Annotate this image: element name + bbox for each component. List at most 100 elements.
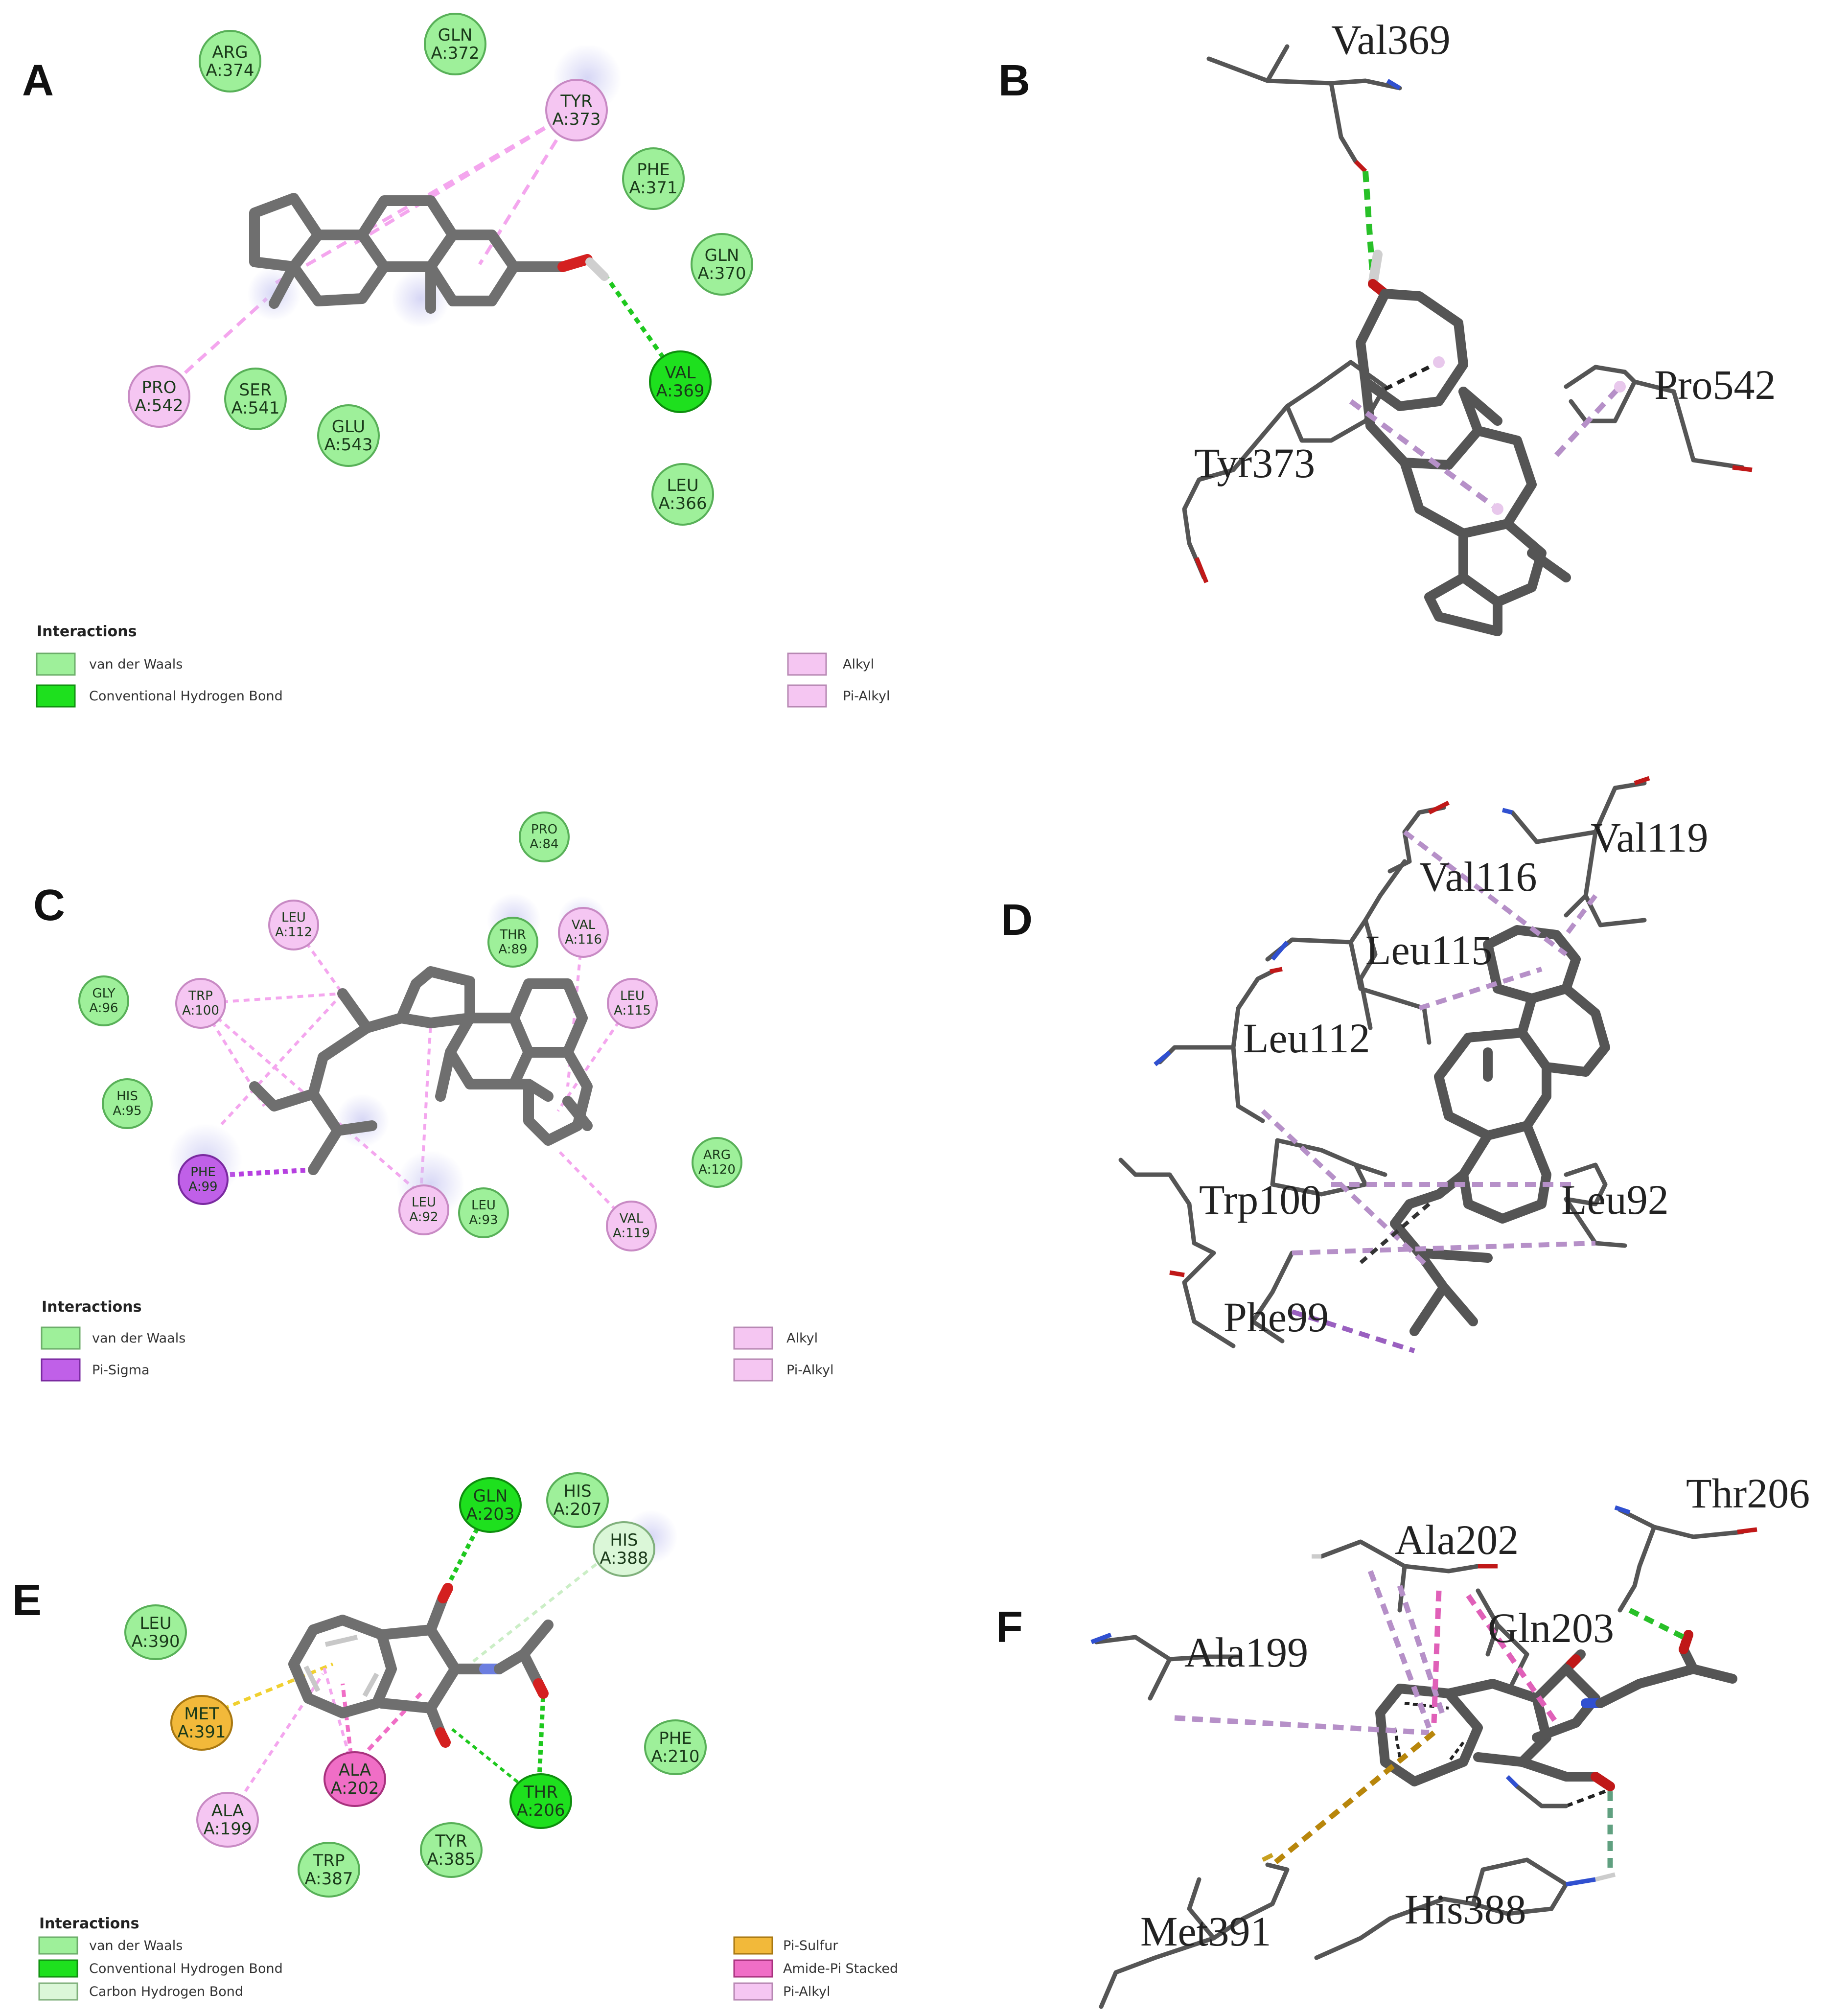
residue-thr206: THR A:206	[509, 1773, 572, 1829]
svg-text:Carbon Hydrogen Bond: Carbon Hydrogen Bond	[89, 1984, 243, 1999]
residue-gly96: GLY A:96	[78, 975, 129, 1026]
svg-text:A:206: A:206	[516, 1801, 565, 1820]
residue-pro84: PRO A:84	[519, 811, 570, 862]
svg-text:THR: THR	[523, 1783, 558, 1802]
residue-leu92: LEU A:92	[398, 1184, 449, 1235]
svg-text:van der Waals: van der Waals	[89, 657, 183, 672]
svg-text:HIS: HIS	[610, 1530, 638, 1550]
svg-text:Interactions: Interactions	[39, 1915, 139, 1932]
svg-text:A:96: A:96	[89, 1001, 118, 1016]
legend-e: Interactions van der Waals Conventional …	[38, 1915, 898, 2001]
legend-a: Interactions van der Waals Conventional …	[36, 623, 890, 708]
panel-letter-a: A	[22, 56, 54, 105]
svg-text:GLU: GLU	[332, 417, 365, 437]
ligand-f	[1375, 1630, 1737, 1791]
svg-text:VAL: VAL	[572, 918, 596, 932]
svg-text:LEU: LEU	[471, 1198, 496, 1213]
residue-ser541: SER A:541	[224, 368, 287, 430]
svg-text:PHE: PHE	[659, 1729, 692, 1748]
svg-text:A:84: A:84	[530, 837, 558, 852]
svg-text:A:89: A:89	[498, 942, 527, 957]
svg-text:Pi-Sulfur: Pi-Sulfur	[783, 1938, 838, 1953]
residue-leu93: LEU A:93	[458, 1187, 509, 1238]
svg-text:A:387: A:387	[304, 1869, 353, 1889]
svg-text:A:388: A:388	[600, 1549, 648, 1568]
svg-text:HIS: HIS	[563, 1482, 591, 1501]
svg-text:A:385: A:385	[427, 1850, 475, 1869]
svg-text:Pi-Alkyl: Pi-Alkyl	[786, 1363, 833, 1378]
label-ala202: Ala202	[1395, 1516, 1519, 1563]
label-val119: Val119	[1591, 814, 1708, 861]
label-leu92: Leu92	[1561, 1176, 1669, 1223]
svg-text:ARG: ARG	[703, 1148, 731, 1162]
svg-text:A:119: A:119	[613, 1226, 650, 1241]
residue-leu366: LEU A:366	[651, 463, 714, 526]
svg-text:A:207: A:207	[553, 1500, 601, 1519]
residue-phe371: PHE A:371	[622, 147, 685, 210]
residue-tyr373: TYR A:373	[545, 79, 608, 141]
residue-val116: VAL A:116	[558, 907, 609, 958]
svg-text:LEU: LEU	[412, 1195, 436, 1210]
residue-tyr385: TYR A:385	[420, 1822, 483, 1878]
label-tyr373: Tyr373	[1194, 440, 1315, 486]
panel-letter-b: B	[998, 56, 1030, 105]
svg-text:MET: MET	[184, 1704, 219, 1724]
label-thr206: Thr206	[1686, 1470, 1810, 1517]
svg-text:GLN: GLN	[705, 246, 739, 265]
ligand-a	[249, 193, 609, 314]
svg-text:Alkyl: Alkyl	[843, 657, 874, 672]
residue-gln203: GLN A:203	[459, 1477, 522, 1533]
svg-text:A:92: A:92	[409, 1210, 438, 1225]
label-leu115: Leu115	[1365, 926, 1493, 973]
svg-text:HIS: HIS	[116, 1089, 138, 1104]
svg-text:van der Waals: van der Waals	[89, 1938, 183, 1953]
svg-text:A:541: A:541	[231, 398, 279, 418]
residue-val369: VAL A:369	[649, 350, 712, 413]
label-gln203: Gln203	[1488, 1604, 1614, 1651]
residue-his207: HIS A:207	[546, 1472, 609, 1528]
svg-text:GLN: GLN	[438, 25, 473, 45]
svg-text:A:370: A:370	[697, 264, 746, 283]
svg-text:TRP: TRP	[188, 989, 213, 1003]
svg-text:A:120: A:120	[698, 1162, 736, 1177]
panel-e: E	[12, 1472, 898, 2001]
residue-ala202: ALA A:202	[323, 1751, 386, 1807]
residue-arg374: ARG A:374	[199, 30, 261, 93]
label-leu112: Leu112	[1243, 1015, 1370, 1062]
legend-c: Interactions van der Waals Pi-Sigma Alky…	[41, 1298, 833, 1382]
svg-text:A:95: A:95	[113, 1104, 141, 1118]
residue-phe99: PHE A:99	[178, 1154, 229, 1205]
svg-text:PRO: PRO	[142, 378, 177, 397]
residue-leu112: LEU A:112	[268, 900, 319, 950]
panel-letter-e: E	[12, 1576, 42, 1625]
label-val116: Val116	[1419, 853, 1537, 900]
svg-text:LEU: LEU	[281, 910, 306, 925]
residue-phe210: PHE A:210	[644, 1719, 707, 1775]
svg-text:GLN: GLN	[473, 1486, 508, 1506]
label-his388: His388	[1405, 1886, 1526, 1933]
residue-ala199: ALA A:199	[196, 1792, 259, 1848]
svg-text:Alkyl: Alkyl	[786, 1331, 818, 1346]
svg-text:ARG: ARG	[212, 43, 248, 62]
svg-text:A:93: A:93	[469, 1213, 498, 1228]
ligand-b	[1356, 250, 1571, 636]
svg-text:van der Waals: van der Waals	[92, 1331, 185, 1346]
svg-text:Pi-Alkyl: Pi-Alkyl	[783, 1984, 830, 1999]
svg-text:Amide-Pi Stacked: Amide-Pi Stacked	[783, 1961, 898, 1976]
svg-text:Pi-Alkyl: Pi-Alkyl	[843, 689, 890, 704]
label-phe99: Phe99	[1224, 1294, 1329, 1341]
svg-text:ALA: ALA	[211, 1801, 244, 1821]
svg-text:Interactions: Interactions	[37, 623, 137, 640]
svg-text:A:210: A:210	[651, 1747, 699, 1766]
label-ala199: Ala199	[1184, 1629, 1308, 1676]
svg-text:Conventional Hydrogen Bond: Conventional Hydrogen Bond	[89, 689, 283, 704]
svg-text:THR: THR	[499, 927, 526, 942]
svg-text:TYR: TYR	[560, 92, 592, 111]
residue-pro542: PRO A:542	[128, 365, 190, 428]
svg-text:A:115: A:115	[614, 1003, 651, 1018]
residue-thr89: THR A:89	[487, 917, 538, 968]
svg-text:A:542: A:542	[135, 396, 183, 416]
svg-text:A:390: A:390	[131, 1632, 180, 1651]
ligand-e	[288, 1583, 554, 1748]
